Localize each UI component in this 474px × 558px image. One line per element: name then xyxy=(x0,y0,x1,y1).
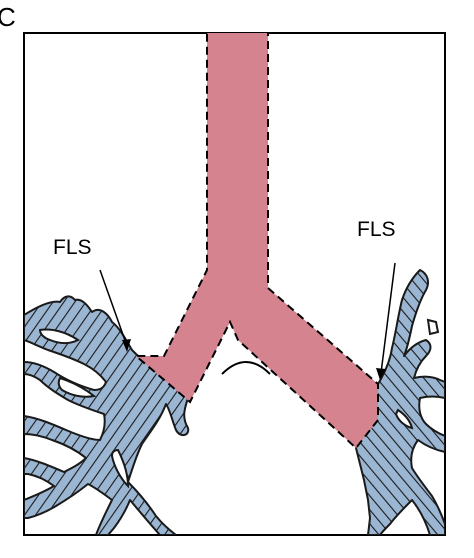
left-airway-tissue xyxy=(24,295,190,535)
left-fls-arrow xyxy=(99,269,131,352)
carina-arc xyxy=(221,361,271,375)
right-airway-tissue xyxy=(355,269,445,535)
right-fls-label: FLS xyxy=(357,218,396,241)
panel-letter: C xyxy=(0,2,16,32)
vessel-structure xyxy=(133,33,379,450)
right-fls-arrow xyxy=(376,262,396,380)
left-fls-label: FLS xyxy=(53,236,92,259)
